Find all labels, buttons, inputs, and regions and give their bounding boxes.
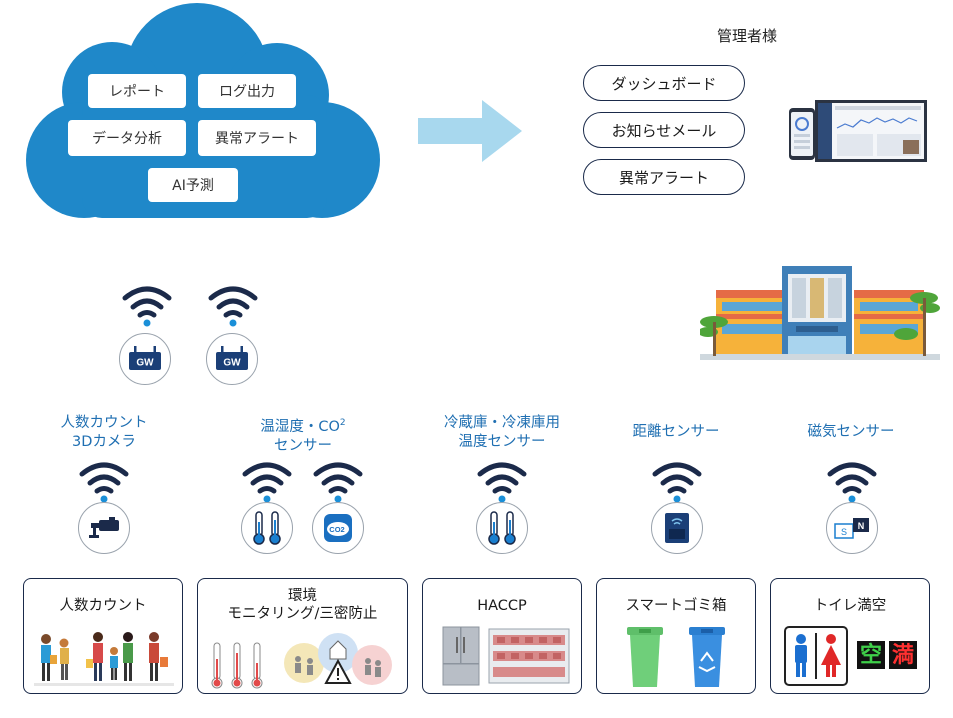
toilet-sign-illustration: 空 満: [784, 626, 917, 686]
usecase-card-toilet: トイレ満空 空 満: [770, 578, 930, 694]
trash-bins-illustration: [627, 627, 725, 687]
usecase-card-people-count: 人数カウント: [23, 578, 183, 694]
magnet-sensor-icon: S N: [834, 518, 869, 539]
thermometers-illustration: [211, 642, 263, 689]
usecase-card-haccp: HACCP: [422, 578, 582, 694]
wifi-icon: [477, 462, 527, 503]
card-title: スマートゴミ箱: [625, 598, 727, 614]
sensor-label-env: 温湿度・CO2 センサー: [260, 418, 346, 454]
card-title: トイレ満空: [813, 598, 887, 614]
gateway-node: GW: [206, 333, 258, 385]
usecase-card-environment: 環境 モニタリング/三密防止: [197, 578, 408, 694]
magnet-n-label: N: [858, 521, 865, 531]
sensor-label-distance: 距離センサー: [632, 424, 720, 440]
cloud-item-anomaly-alert: 異常アラート: [198, 120, 316, 156]
distance-sensor-icon: [665, 513, 689, 543]
gateway-icon: GW: [129, 346, 161, 370]
gateway-label: GW: [136, 358, 154, 369]
sensor-node-distance: [651, 502, 703, 554]
thermometer-icon: [488, 511, 516, 545]
gateway-icon: GW: [216, 346, 248, 370]
toilet-full-sign: 満: [892, 642, 914, 668]
wifi-icon: [827, 462, 877, 503]
usecase-card-smart-trash: スマートゴミ箱: [596, 578, 756, 694]
admin-pill-anomaly-alert: 異常アラート: [583, 159, 745, 195]
gateway-node: GW: [119, 333, 171, 385]
cloud-item-ai-prediction: AI予測: [148, 168, 238, 202]
card-title: HACCP: [477, 598, 527, 614]
wifi-icon: [652, 462, 702, 503]
wifi-icon: [242, 462, 292, 503]
co2-badge-text: CO2: [329, 525, 344, 534]
admin-pill-dashboard: ダッシュボード: [583, 65, 745, 101]
sensor-node-magnet: S N: [826, 502, 878, 554]
magnet-s-label: S: [841, 527, 847, 537]
refrigerator-illustration: [442, 626, 570, 686]
crowd-warning-illustration: [284, 633, 392, 685]
cloud-item-report: レポート: [88, 74, 186, 108]
wifi-icon: [79, 462, 129, 503]
card-title: 人数カウント: [59, 598, 147, 614]
sensor-node-fridge-thermo: [476, 502, 528, 554]
cloud-item-log-output: ログ出力: [198, 74, 296, 108]
shoppers-illustration: [34, 632, 174, 686]
sensor-label-fridge: 冷蔵庫・冷凍庫用 温度センサー: [444, 415, 560, 450]
cloud-item-data-analysis: データ分析: [68, 120, 186, 156]
sensor-node-co2: CO2: [312, 502, 364, 554]
toilet-vacant-sign: 空: [860, 642, 882, 668]
card-title: 環境 モニタリング/三密防止: [227, 588, 378, 622]
sensor-node-camera: [78, 502, 130, 554]
sensor-node-thermo-hygro: [241, 502, 293, 554]
thermometer-icon: [253, 511, 281, 545]
co2-icon: CO2: [324, 514, 352, 542]
wifi-icon: [313, 462, 363, 503]
camera-icon: [89, 517, 119, 538]
admin-title: 管理者様: [717, 27, 778, 45]
gateway-label: GW: [223, 358, 241, 369]
admin-pill-notification-mail: お知らせメール: [583, 112, 745, 148]
shopping-mall-image: [700, 266, 940, 360]
dashboard-devices-image: [789, 100, 927, 162]
sensor-label-magnet: 磁気センサー: [807, 424, 895, 440]
wifi-icon: [122, 286, 172, 327]
wifi-icon: [208, 286, 258, 327]
flow-arrow: [418, 100, 522, 162]
sensor-label-people-counter: 人数カウント 3Dカメラ: [60, 415, 148, 450]
